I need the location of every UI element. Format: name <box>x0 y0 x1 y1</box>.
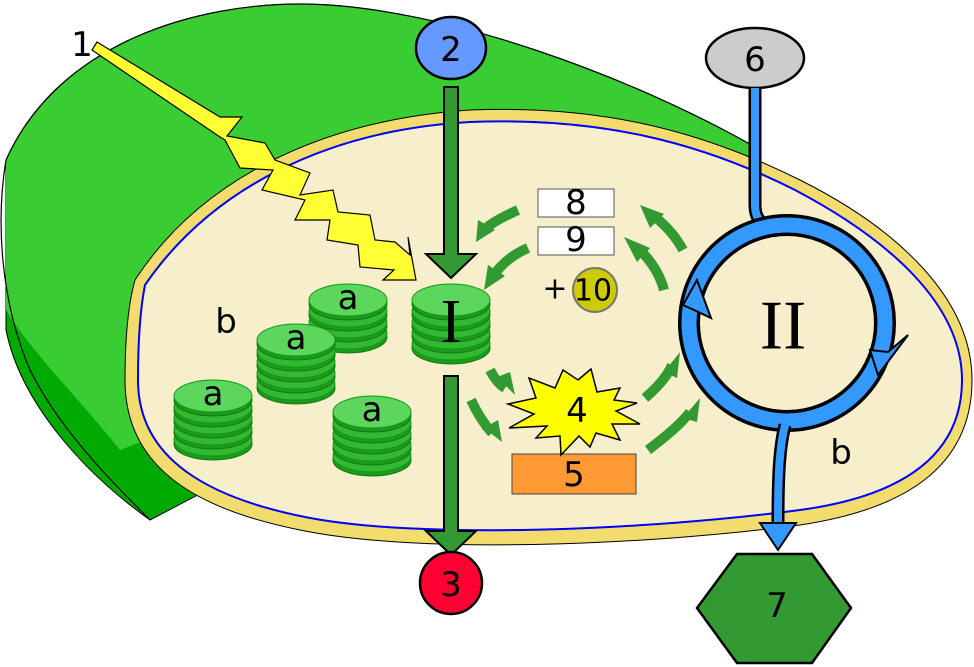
arrow-stage-one-to-4 <box>485 367 508 393</box>
node-3: 3 <box>418 550 484 616</box>
light-zigzag-icon <box>91 41 417 281</box>
label-4: 4 <box>566 391 588 431</box>
starburst-icon <box>505 367 641 457</box>
label-10: 10 <box>574 274 612 309</box>
outer-membrane-left-edge <box>0 159 151 521</box>
granum-stage-one <box>411 283 491 365</box>
label-2: 2 <box>440 30 462 70</box>
label-6: 6 <box>744 40 766 80</box>
node-6: 6 <box>704 26 806 90</box>
label-8: 8 <box>565 183 587 223</box>
arrowhead-icon <box>497 372 515 395</box>
node-7: 7 <box>695 552 853 665</box>
cycle-arrowhead-icon <box>868 334 909 378</box>
granum-label: a <box>338 278 359 318</box>
box-8: 8 <box>537 183 615 223</box>
label-9: 9 <box>565 220 587 260</box>
arrowhead-icon <box>758 522 798 552</box>
cycle-arrowhead-icon <box>681 277 713 320</box>
arrow-stage-one-to-3 <box>423 375 479 557</box>
label-stage-one: I <box>441 288 462 356</box>
box-5: 5 <box>511 453 637 495</box>
label-plus: + <box>542 272 567 307</box>
stage-two-cycle: II <box>678 214 909 432</box>
box-9: 9 <box>537 220 615 260</box>
label-7: 7 <box>766 586 788 626</box>
label-1: 1 <box>71 25 93 65</box>
arrowhead-icon <box>484 265 505 290</box>
granum: a <box>173 374 253 461</box>
outer-membrane-outline <box>5 3 761 161</box>
granum: a <box>332 390 412 477</box>
thylakoid-disc <box>173 379 253 413</box>
thylakoid-disc <box>308 283 388 317</box>
light-ray: 1 <box>71 25 417 281</box>
arrowhead-icon <box>664 352 680 378</box>
label-stage-two: II <box>760 288 807 365</box>
thylakoid-disc <box>332 395 412 429</box>
node-10: 10 <box>572 267 618 313</box>
label-stroma-left: b <box>215 302 237 342</box>
granum: a <box>256 318 336 405</box>
arrowhead-icon <box>484 420 502 442</box>
arrowhead-icon <box>640 205 664 228</box>
label-5: 5 <box>563 455 585 495</box>
arrowhead-icon <box>476 220 495 242</box>
arrowhead-icon <box>683 398 700 422</box>
node-2: 2 <box>414 15 488 81</box>
granum-label: a <box>286 318 307 358</box>
label-3: 3 <box>440 565 462 605</box>
arrow-2-to-stage-one <box>423 86 479 280</box>
arrow-stage-two-to-7-fill <box>774 424 789 528</box>
thylakoid-disc <box>411 283 491 317</box>
label-stroma-right: b <box>830 433 852 473</box>
granum-label: a <box>203 374 224 414</box>
green-cycle-arrowheads <box>476 205 700 442</box>
granum-label: a <box>362 390 383 430</box>
thylakoid-disc <box>256 323 336 357</box>
arrowhead-icon <box>624 237 650 262</box>
node-4: 4 <box>505 367 641 457</box>
